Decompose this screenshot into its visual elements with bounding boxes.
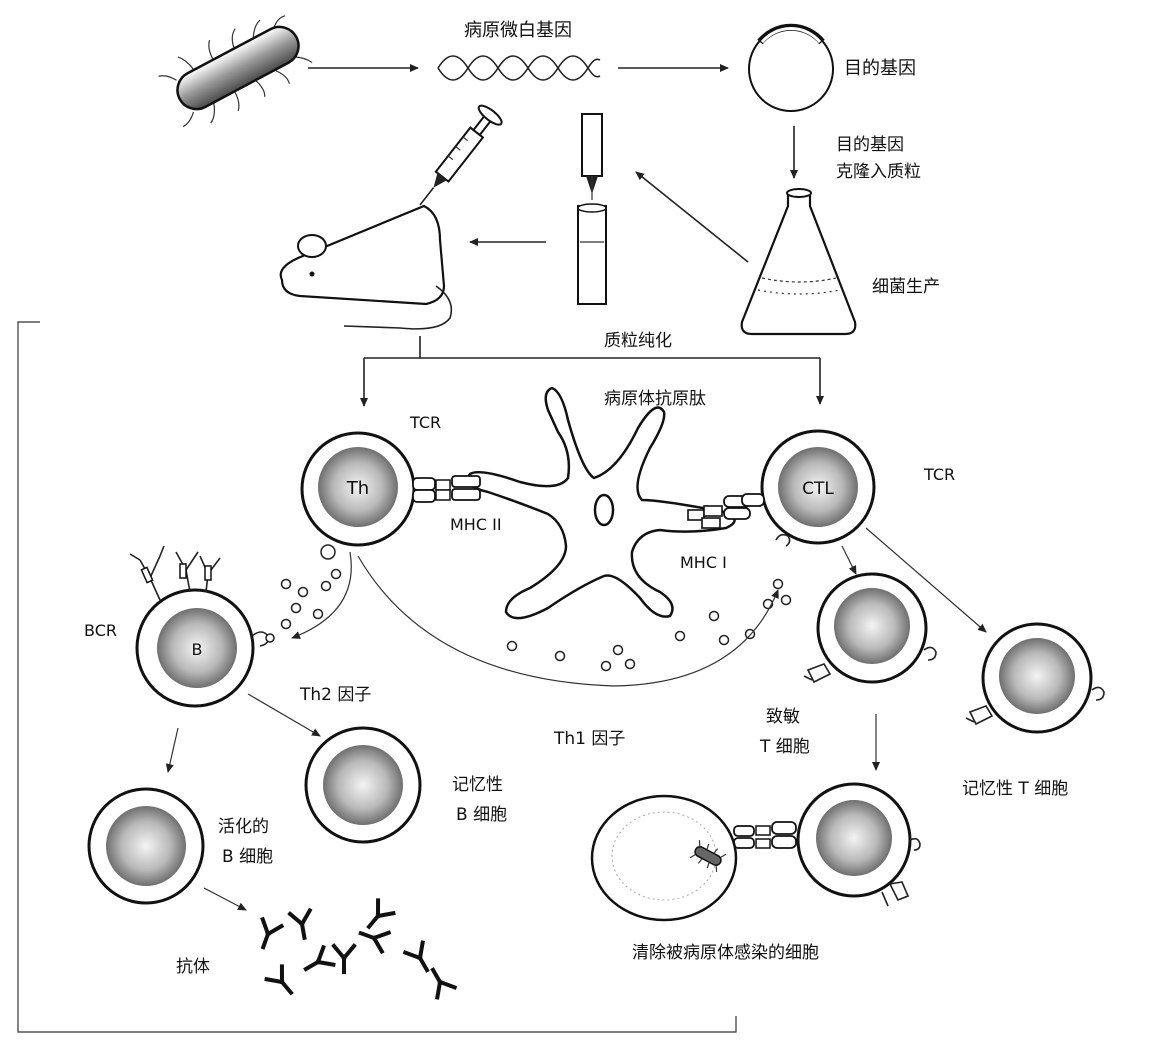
- antibody-icons: [260, 898, 458, 1000]
- b-cell-label: B: [192, 640, 203, 659]
- memory-b-label-line2: B 细胞: [456, 805, 507, 825]
- arrow-ctl-to-memory-t: [865, 527, 987, 633]
- clone-label-line2: 克隆入质粒: [836, 162, 921, 182]
- infected-cell: [590, 794, 738, 922]
- th2-factor-label: Th2 因子: [299, 685, 371, 705]
- mhc2-tcr-complex: [412, 475, 481, 503]
- plasmid-purification-label: 质粒纯化: [604, 331, 672, 351]
- sensitized-label-line2: T 细胞: [759, 737, 810, 757]
- killing-synapse: [733, 821, 797, 849]
- effector-t-cell: [796, 782, 921, 907]
- clone-label-line1: 目的基因: [836, 135, 904, 155]
- clear-infected-label: 清除被病原体感染的细胞: [632, 943, 819, 963]
- tcr-left-label: TCR: [409, 413, 441, 432]
- cytokine-dots: [280, 544, 792, 672]
- ctl-cell: [760, 429, 876, 545]
- arrow-th2-to-b: [291, 551, 352, 639]
- arrow-flask-to-tube: [635, 171, 749, 263]
- mouse-icon: [279, 204, 453, 330]
- arrow-b-to-activated-b: [165, 727, 179, 773]
- antigen-peptide-label: 病原体抗原肽: [604, 389, 706, 409]
- syringe-icon: [419, 104, 503, 206]
- bacterial-production-label: 细菌生产: [872, 277, 940, 297]
- arrow-to-antibodies: [203, 887, 247, 911]
- th1-factor-label: Th1 因子: [553, 729, 625, 749]
- grouping-bracket: [17, 321, 737, 1033]
- memory-t-cell: [965, 622, 1105, 734]
- dna-helix-icon: [437, 55, 601, 81]
- test-tube-icon: [577, 113, 607, 305]
- mhc1-label: MHC I: [680, 553, 727, 572]
- arrow-b-to-memory-b: [247, 693, 321, 737]
- flask-icon: [740, 188, 857, 336]
- dendritic-cell: [466, 386, 736, 620]
- activated-b-label-line2: B 细胞: [222, 847, 273, 867]
- arrow-ctl-to-sensitized: [841, 545, 857, 575]
- plasmid-icon: [748, 23, 834, 112]
- bcr-receptor-icons: [129, 545, 221, 601]
- mhc2-label: MHC II: [450, 515, 502, 534]
- tcr-right-label: TCR: [923, 465, 955, 484]
- memory-t-label: 记忆性 T 细胞: [962, 779, 1068, 799]
- sensitized-t-cell: [803, 572, 937, 684]
- ctl-receptor-icon: [775, 533, 791, 547]
- th-cell-label: Th: [346, 478, 369, 499]
- sensitized-label-line1: 致敏: [766, 707, 800, 727]
- activated-b-label-line1: 活化的: [218, 817, 269, 837]
- memory-b-label-line1: 记忆性: [452, 775, 503, 795]
- arrow-th1-to-ctl: [357, 555, 779, 687]
- bacterium-icon: [158, 15, 313, 128]
- memory-b-cell: [304, 726, 422, 844]
- th-cell: [300, 431, 416, 547]
- ctl-cell-label: CTL: [802, 479, 834, 499]
- activated-b-cell: [87, 787, 205, 905]
- antibody-label: 抗体: [176, 957, 210, 977]
- mhc1-tcr-complex: [687, 493, 765, 529]
- target-gene-label: 目的基因: [844, 58, 916, 79]
- b-cell: [135, 588, 275, 708]
- bcr-label: BCR: [84, 621, 117, 640]
- pathogen-gene-label: 病原微白基因: [464, 20, 572, 41]
